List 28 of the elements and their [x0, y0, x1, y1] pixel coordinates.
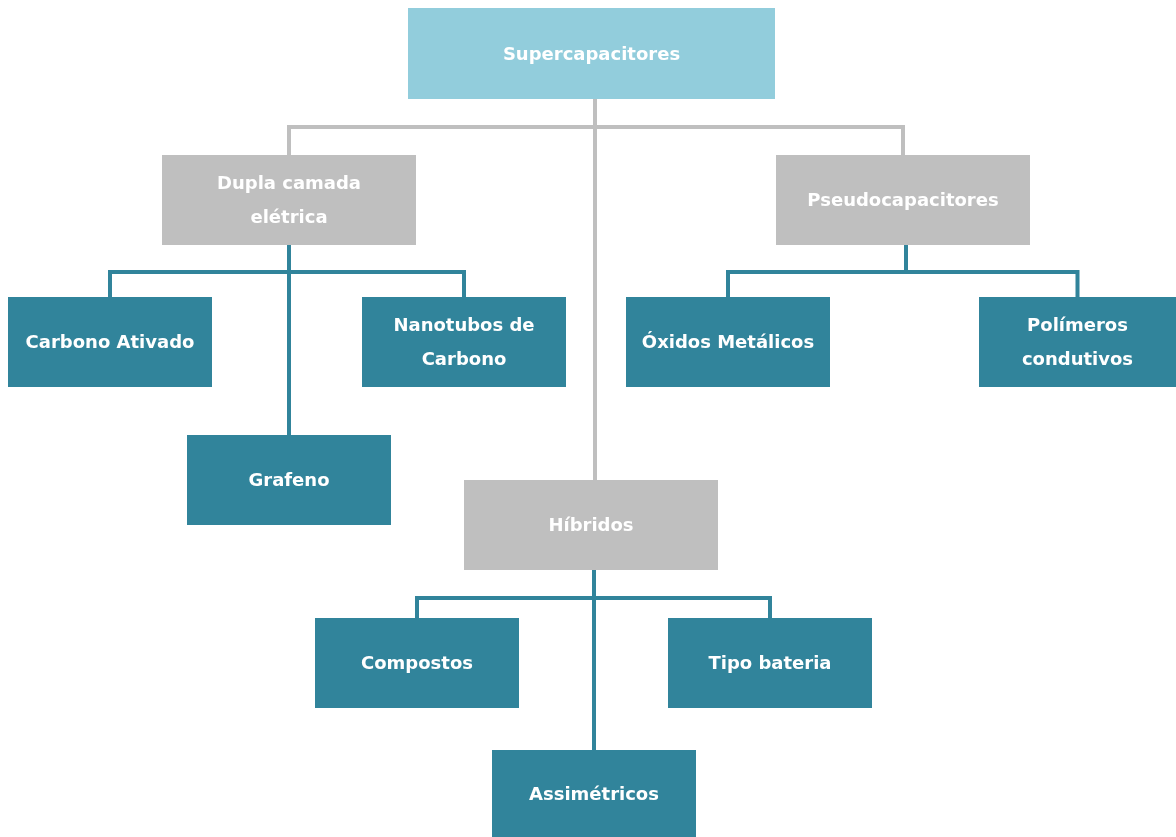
leaf-box [187, 435, 391, 525]
root-box [408, 8, 775, 99]
leaf-box [315, 618, 519, 708]
leaf-box [492, 750, 696, 837]
node-label: Óxidos Metálicos [641, 330, 815, 354]
leaf-box [362, 297, 566, 387]
node-label: Híbridos [548, 513, 634, 537]
node-label: Nanotubos de Carbono [392, 313, 536, 371]
node-label: Polímeros condutivos [1020, 313, 1135, 371]
category-box [464, 480, 718, 570]
node-label: Dupla camada elétrica [216, 171, 362, 229]
connector-line [592, 570, 596, 750]
leaf-box [668, 618, 872, 708]
node-label: Pseudocapacitores [807, 188, 999, 212]
node-label: Supercapacitores [502, 41, 681, 66]
connector-line [287, 245, 291, 435]
leaf-box [8, 297, 212, 387]
node-label: Assimétricos [529, 781, 659, 806]
node-label: Compostos [361, 651, 473, 675]
connector-line [904, 245, 1080, 297]
node-label: Carbono Ativado [25, 330, 195, 354]
category-box [776, 155, 1030, 245]
leaf-box [626, 297, 830, 387]
connector-line [593, 99, 597, 480]
category-box [162, 155, 416, 245]
leaf-box [979, 297, 1176, 387]
node-label: Tipo bateria [708, 651, 832, 675]
node-label: Grafeno [248, 468, 330, 492]
